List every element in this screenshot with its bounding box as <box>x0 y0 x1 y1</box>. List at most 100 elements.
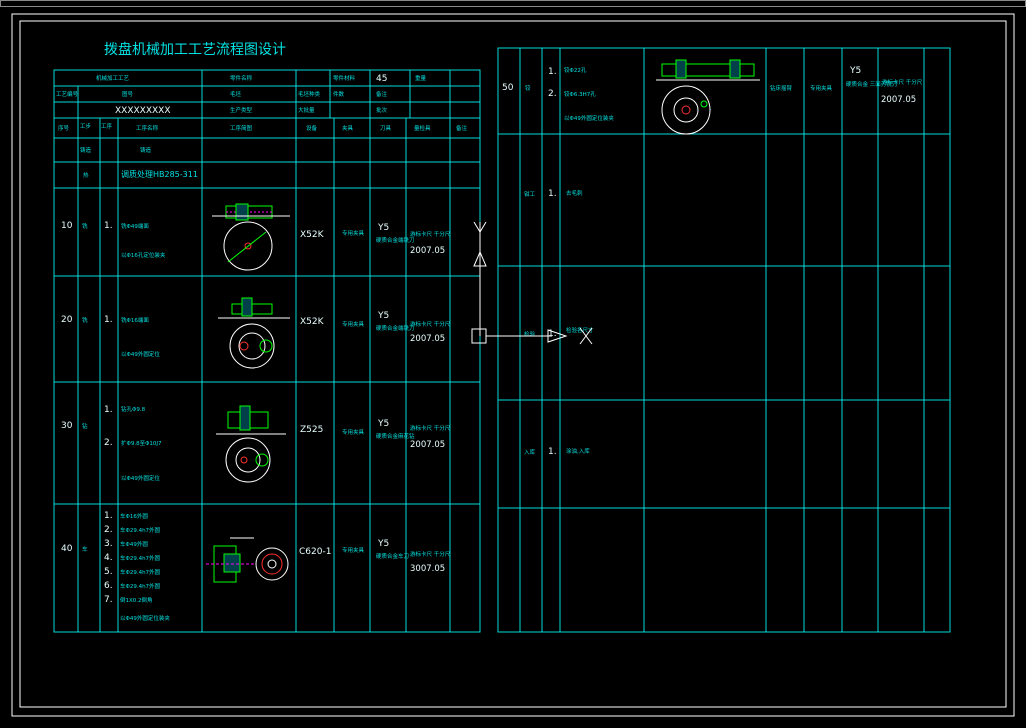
row40-step0: 1. <box>104 511 113 521</box>
hdr-r1-c1: 零件名称 <box>230 74 253 82</box>
row40-note2: 车Φ49外圆 <box>120 540 148 548</box>
row10-type: 铣 <box>82 222 88 230</box>
row10-tool: Y5 <box>377 223 389 233</box>
right-table-rows: 50 铰 1. 2. 铰Φ22孔 铰Φ6.3H7孔 以Φ49外圆定位装夹 钻床摇… <box>502 66 923 457</box>
row40-step3: 4. <box>104 553 113 563</box>
row-inspect-step: 1. <box>548 329 557 339</box>
row-store-note: 涂油,入库 <box>566 447 590 455</box>
row-inspect-note: 检验各尺寸 <box>566 326 594 334</box>
row40-type: 车 <box>82 545 88 553</box>
row40-note6: 倒1X0.2倒角 <box>120 596 153 604</box>
row40-note4: 车Φ29.4h7外圆 <box>120 568 161 576</box>
row20-machine: X52K <box>300 317 325 327</box>
ucs-icon <box>471 221 593 345</box>
sketch-op30 <box>216 405 286 483</box>
sketch-op20 <box>218 297 290 369</box>
row30-fixture: 专用夹具 <box>342 428 365 436</box>
row10-fixture: 专用夹具 <box>342 229 365 237</box>
hdr-r3-c1: 生产类型 <box>230 106 253 114</box>
row50-step0: 1. <box>548 67 557 77</box>
row10-step: 1. <box>104 221 113 231</box>
col-tool: 刀具 <box>380 125 392 132</box>
row10-no: 10 <box>61 221 73 231</box>
row-store-type: 入库 <box>524 448 536 456</box>
row20-no: 20 <box>61 315 73 325</box>
row40-step6: 7. <box>104 595 113 605</box>
col-fixture: 夹具 <box>342 124 354 132</box>
hdr-r3-c4: 批次 <box>376 106 388 114</box>
row0-note: 铸造 <box>140 146 152 154</box>
hdr-r2-c1: 图号 <box>122 90 134 98</box>
row30-note0: 钻孔Φ9.8 <box>121 405 146 413</box>
row40-step4: 5. <box>104 567 113 577</box>
row40-machine: C620-1 <box>299 547 331 557</box>
left-table-header: 机械加工工艺 零件名称 零件材料 45 重量 工艺编号 图号 毛坯 毛坯种类 件… <box>56 74 468 132</box>
row40-step5: 6. <box>104 581 113 591</box>
col-proc: 工序 <box>101 122 113 130</box>
row50-note2: 以Φ49外圆定位装夹 <box>564 114 614 122</box>
row40-tool: Y5 <box>377 539 389 549</box>
row50-type: 铰 <box>525 84 531 92</box>
col-machine: 设备 <box>306 124 318 132</box>
hdr-r3-c2: 大批量 <box>298 106 315 114</box>
row20-date: 2007.05 <box>410 334 445 344</box>
row40-note7: 以Φ49外圆定位装夹 <box>120 614 170 622</box>
col-name: 工序名称 <box>136 124 159 132</box>
row40-step2: 3. <box>104 539 113 549</box>
row50-note1: 铰Φ6.3H7孔 <box>564 90 596 98</box>
hdr-r3-c0: XXXXXXXXX <box>115 106 171 116</box>
row40-no: 40 <box>61 544 73 554</box>
row50-fixture: 专用夹具 <box>810 84 833 92</box>
row50-inspect: 游标卡尺 千分尺 <box>882 78 923 86</box>
row-fitter-type: 钳工 <box>524 190 536 198</box>
hdr-r2-c3: 毛坯种类 <box>298 90 321 98</box>
row50-no: 50 <box>502 83 514 93</box>
row1-type: 热 <box>83 171 89 179</box>
row10-inspect: 游标卡尺 千分尺 <box>410 230 451 238</box>
left-process-table <box>53 69 481 633</box>
col-step: 工步 <box>80 123 92 130</box>
col-remark: 备注 <box>456 124 468 132</box>
row30-step0: 1. <box>104 405 113 415</box>
row50-note0: 铰Φ22孔 <box>564 66 587 74</box>
row40-tool-note: 硬质合金车刀 <box>376 552 409 560</box>
row-fitter-note: 去毛刺 <box>566 189 583 197</box>
col-no: 序号 <box>58 124 70 132</box>
hdr-r2-c2: 毛坯 <box>230 90 242 98</box>
hdr-r1-c2: 零件材料 <box>333 74 356 82</box>
row-fitter-step: 1. <box>548 189 557 199</box>
row40-note1: 车Φ29.4h7外圆 <box>120 526 161 534</box>
col-sketch: 工序简图 <box>230 124 253 132</box>
row20-tool: Y5 <box>377 311 389 321</box>
row50-machine: 钻床摇臂 <box>770 84 793 92</box>
row50-tool: Y5 <box>849 66 861 76</box>
row40-date: 3007.05 <box>410 564 445 574</box>
row30-machine: Z525 <box>300 425 323 435</box>
row30-tool: Y5 <box>377 419 389 429</box>
row30-type: 钻 <box>82 422 88 430</box>
hdr-r1-c3: 45 <box>376 74 387 84</box>
row40-note5: 车Φ29.4h7外圆 <box>120 582 161 590</box>
row40-note0: 车Φ16外圆 <box>120 512 148 520</box>
row40-inspect: 游标卡尺 千分尺 <box>410 550 451 558</box>
right-process-table <box>497 47 951 633</box>
row20-inspect: 游标卡尺 千分尺 <box>410 320 451 328</box>
sketch-op40 <box>206 537 289 583</box>
row40-fixture: 专用夹具 <box>342 546 365 554</box>
row10-note1: 以Φ16孔定位装夹 <box>121 251 166 259</box>
row10-date: 2007.05 <box>410 246 445 256</box>
sketch-op50 <box>656 59 760 135</box>
row20-tool-note: 硬质合金端铣刀 <box>376 324 415 332</box>
row50-tool-note: 硬质合金 三面刃铣刀 <box>846 80 897 88</box>
row0-type: 铸造 <box>80 146 92 154</box>
row30-inspect: 游标卡尺 千分尺 <box>410 424 451 432</box>
left-table-rows: 铸造 铸造 热 调质处理HB285-311 10 铣 1. 铣Φ49端面 以Φ1… <box>61 146 451 622</box>
row10-note0: 铣Φ49端面 <box>121 222 149 230</box>
row10-tool-note: 硬质合金端铣刀 <box>376 236 415 244</box>
row50-step1: 2. <box>548 89 557 99</box>
row20-type: 铣 <box>82 316 88 324</box>
row1-note: 调质处理HB285-311 <box>121 169 198 179</box>
row30-note1: 扩Φ9.8至Φ10J7 <box>121 439 162 447</box>
row20-note0: 铣Φ16端面 <box>121 316 149 324</box>
